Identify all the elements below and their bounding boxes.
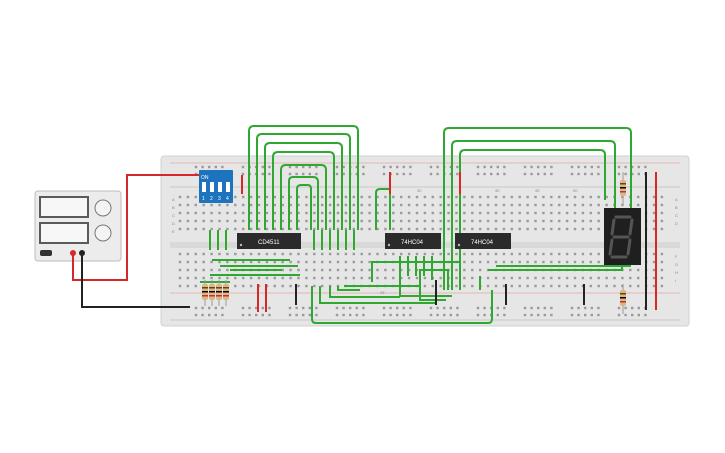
rail-jumpers[interactable] <box>241 172 657 312</box>
row-letter: C <box>675 213 678 218</box>
wire-power-positive[interactable] <box>72 174 205 281</box>
row-letter: B <box>675 205 678 210</box>
segments <box>608 215 634 259</box>
resistor[interactable] <box>202 280 208 306</box>
dip-toggle[interactable] <box>202 182 206 192</box>
resistor[interactable] <box>216 280 222 306</box>
dip-toggle[interactable] <box>210 182 214 192</box>
row-letter: G <box>675 262 678 267</box>
row-letter: A <box>675 197 678 202</box>
seven-segment-display[interactable]: 8 <box>604 208 641 265</box>
dip-position-label: 1 <box>202 196 205 202</box>
chip-label: 74HC04 <box>471 240 494 246</box>
column-number: 25 <box>380 290 385 295</box>
row-letter: C <box>172 213 175 218</box>
resistor[interactable] <box>223 280 229 306</box>
row-letter: D <box>675 221 678 226</box>
column-number: 30 <box>417 188 422 193</box>
resistors[interactable] <box>202 172 626 314</box>
chip-74hc04-b[interactable]: 74HC04 <box>455 233 511 249</box>
row-letters: A B C D E A B C D F G H I <box>172 197 678 283</box>
chip-cd4511[interactable]: CD4511 <box>237 233 301 249</box>
row-letter: E <box>172 229 175 234</box>
dip-switch[interactable]: ON 1 2 3 4 <box>199 170 233 203</box>
dip-position-label: 2 <box>210 196 213 202</box>
dip-position-label: 3 <box>218 196 221 202</box>
column-number: 45 <box>535 188 540 193</box>
dip-on-label: ON <box>201 175 209 181</box>
row-letter: H <box>675 270 678 275</box>
column-number: 50 <box>573 188 578 193</box>
dc-power-supply-icon[interactable] <box>34 190 122 262</box>
resistor[interactable] <box>620 284 626 314</box>
dip-position-label: 4 <box>226 196 229 202</box>
row-letter: B <box>172 205 175 210</box>
resistor[interactable] <box>620 172 626 204</box>
row-letter: D <box>172 221 175 226</box>
dip-toggle[interactable] <box>226 182 230 192</box>
chip-74hc04-a[interactable]: 74HC04 <box>385 233 441 249</box>
wire-power-negative[interactable] <box>81 253 190 308</box>
chip-label: CD4511 <box>258 240 280 246</box>
row-letter: I <box>675 278 676 283</box>
resistor[interactable] <box>209 280 215 306</box>
column-numbers: 30 40 45 50 25 <box>380 188 578 295</box>
chip-label: 74HC04 <box>401 240 424 246</box>
dip-toggle[interactable] <box>218 182 222 192</box>
row-letter: A <box>172 197 175 202</box>
column-number: 40 <box>495 188 500 193</box>
jumper-wires[interactable] <box>200 125 632 324</box>
row-letter: F <box>675 254 678 259</box>
